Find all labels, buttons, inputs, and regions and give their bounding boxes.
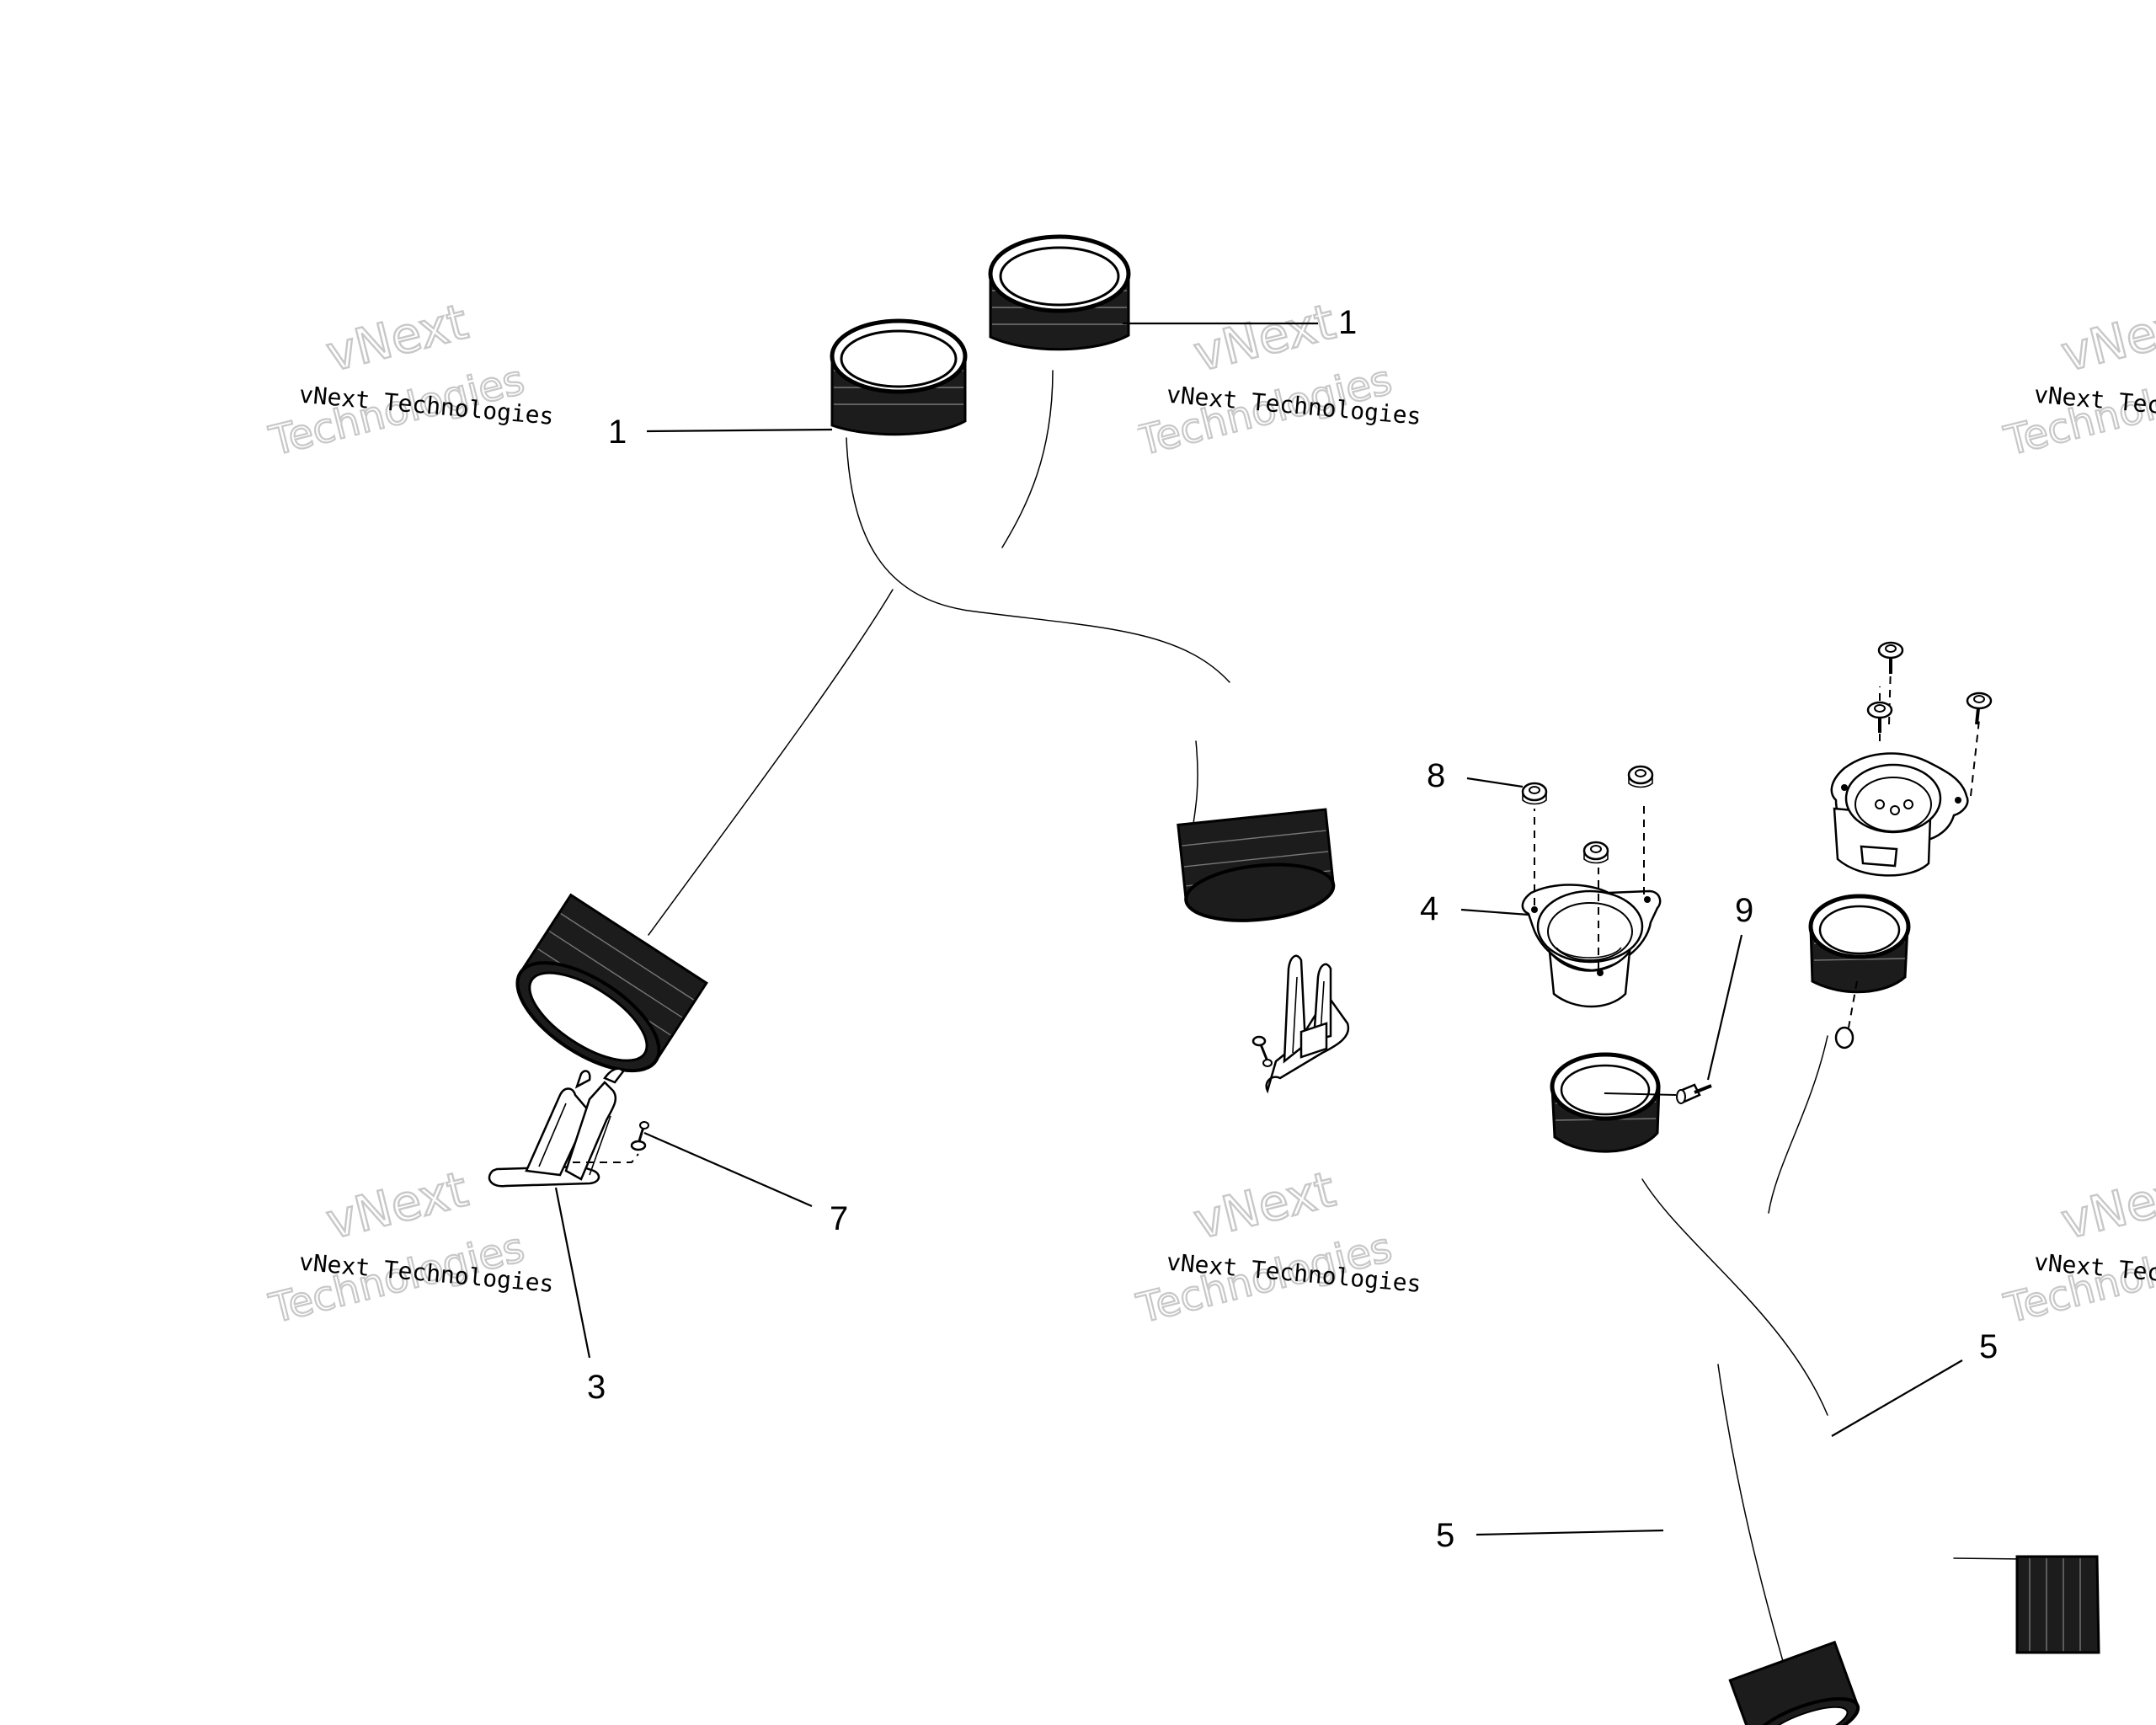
leader-3 [554,1187,591,1359]
leader-8 [1466,777,1524,788]
callout-8: 8 [1427,757,1445,794]
outlet-cuff-left [830,318,968,436]
callout-4: 4 [1420,890,1438,927]
watermark-word-vnext: vNext [2056,293,2156,383]
watermark-word-vnext: vNext [321,293,473,383]
watermark-2: vNext Technologies vNext Technologies [1131,291,1422,466]
leader-1a [646,428,833,433]
leader-lines [554,322,1963,1536]
pipe-end-threaded-left [515,893,708,1073]
leader-5b [1476,1529,1664,1536]
watermark-6: vNext Technologies vNext Technologies [1999,1159,2156,1333]
callout-9: 9 [1735,892,1753,929]
watermark-word-vnext: vNext [2056,1161,2156,1251]
nut [1521,782,1548,805]
callout-5a: 5 [1979,1328,1998,1365]
callout-7: 7 [830,1200,848,1237]
watermark-word-vnext: vNext [1188,293,1341,383]
screw [1604,1083,1712,1104]
pipe-cuff-upper-right [1808,894,1911,1049]
watermark-3: vNext Technologies vNext Technologies [1999,291,2156,466]
leader-5a [1831,1359,1963,1437]
watermark-1: vNext Technologies vNext Technologies [264,291,555,466]
header-pipe [515,234,1344,1073]
nut [1582,841,1609,864]
leader-4 [1460,908,1529,916]
callout-1a: 1 [608,414,627,451]
pipe-cuff-upper-left [1550,1052,1661,1153]
nut [1627,765,1654,788]
leader-9 [1706,934,1743,1081]
clamp-bolt [630,1121,649,1151]
watermark-word-vnext: vNext [321,1161,473,1251]
leader-7 [643,1131,813,1208]
clamp-bolt-secondary [1251,1035,1273,1067]
callout-3: 3 [587,1369,606,1406]
exhaust-pipes-lower [1550,894,2148,1725]
pipe-clamp [488,1067,649,1188]
flange-right-bolts [1866,641,1993,733]
callout-1b: 1 [1338,304,1357,341]
pipe-clamp-secondary [1251,954,1350,1094]
pipe-end-threaded-right [1177,808,1336,922]
watermark-5: vNext Technologies vNext Technologies [1131,1159,1422,1333]
flange-nuts [1521,765,1654,864]
flange-right [1830,665,1980,877]
bolt [1866,701,1893,733]
callout-labels: 1 1 3 4 5 5 7 8 9 [587,304,1998,1554]
watermark-word-vnext: vNext [1188,1161,1341,1251]
flange-left [1521,804,1662,1008]
callout-5b: 5 [1436,1517,1454,1554]
bolt [1966,692,1993,725]
bolt [1877,641,1904,674]
pipe-end-horizontal [2015,1555,2100,1654]
outlet-cuff-right [988,234,1131,351]
